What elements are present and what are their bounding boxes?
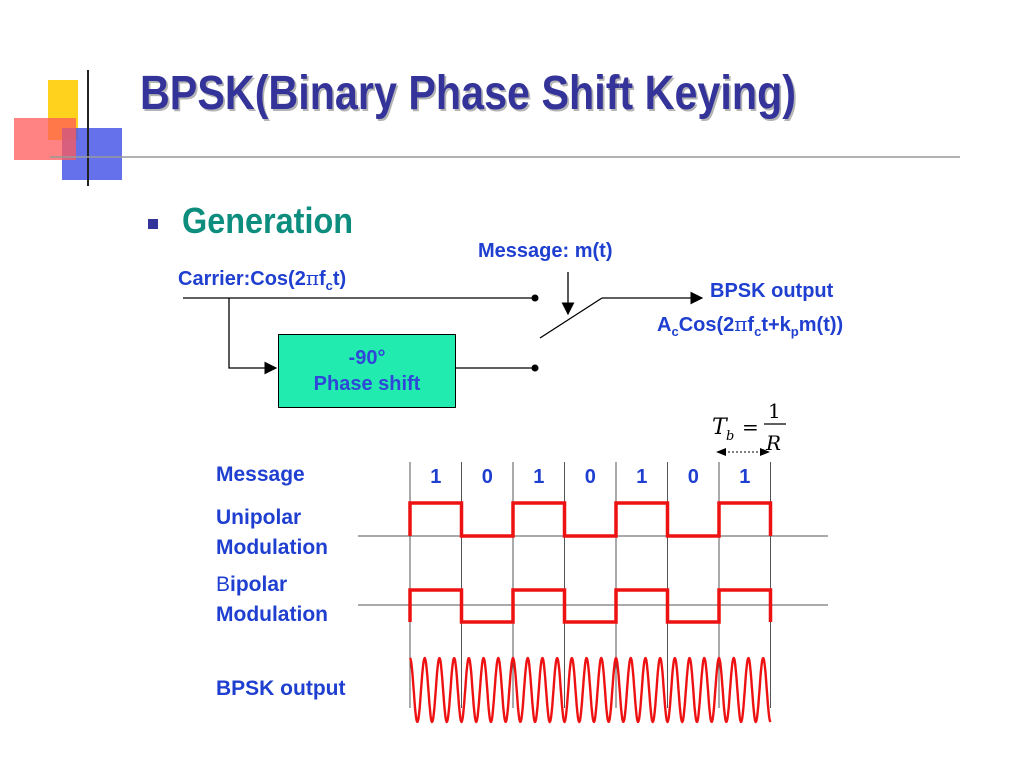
bullet-text: Generation	[182, 200, 354, 241]
bullet-square-icon	[148, 219, 158, 229]
period-arrow-right	[760, 448, 770, 456]
bipolar-waveform	[408, 588, 773, 624]
message-bit-0: 1	[430, 466, 442, 488]
message-bit-6: 1	[739, 466, 751, 488]
message-bit-5: 0	[687, 466, 699, 488]
message-bit-2: 1	[533, 466, 545, 488]
phase-shift-angle: -90°	[348, 347, 386, 369]
switch-contact-bottom	[531, 364, 539, 372]
switch-contact-top	[531, 294, 539, 302]
period-arrow-left	[716, 448, 726, 456]
decor-red-square	[14, 118, 76, 160]
phase-shift-text: Phase shift	[313, 373, 421, 395]
formula-T-sub: b	[726, 429, 734, 444]
bipolar-row-label: Bipolar Modulation	[216, 573, 328, 626]
phase-shift-block: -90° Phase shift	[278, 334, 456, 408]
bpsk-output-title: BPSK output	[710, 280, 834, 302]
message-bit-1: 0	[481, 466, 493, 488]
bpsk-row-label: BPSK output	[216, 677, 346, 700]
formula-denominator: R	[765, 431, 781, 455]
bullet-generation: Generation	[148, 200, 372, 242]
message-bit-3: 0	[584, 466, 596, 488]
message-bit-4: 1	[636, 466, 648, 488]
slide-title: BPSK(Binary Phase Shift Keying)	[140, 67, 797, 120]
carrier-to-phase-line	[228, 298, 278, 375]
formula-T: T	[712, 415, 729, 440]
message-label: Message: m(t)	[478, 240, 613, 262]
bpsk-output-formula: AcCos(2πfct+kpm(t))	[657, 312, 844, 339]
formula-numerator: 1	[768, 399, 781, 423]
unipolar-waveform	[408, 501, 773, 538]
switch-arm	[539, 297, 603, 339]
carrier-label: Carrier:Cos(2πfct)	[178, 266, 347, 293]
message-row-label: Message	[216, 463, 305, 486]
unipolar-row-label: Unipolar Modulation	[216, 506, 328, 559]
formula-equals: =	[742, 415, 759, 439]
bpsk-waveform	[408, 656, 772, 724]
